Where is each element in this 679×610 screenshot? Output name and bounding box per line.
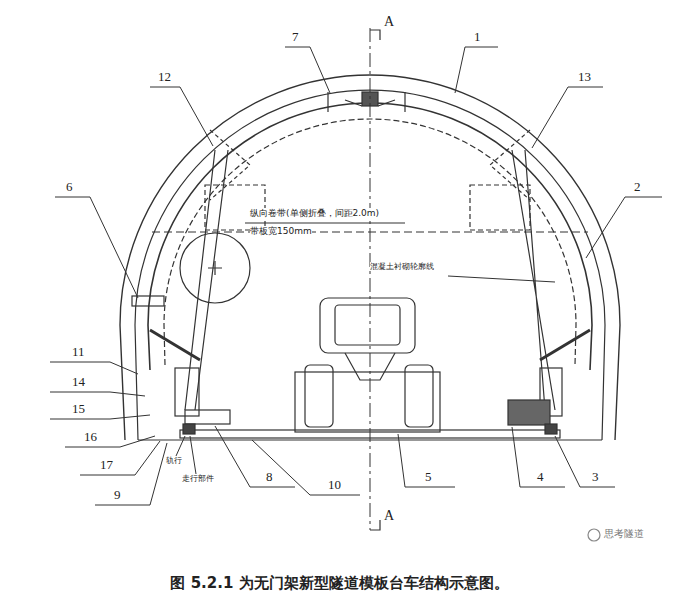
callout-number: 17 [100,458,113,473]
callout-number: 3 [592,470,599,485]
section-mark [370,30,380,40]
figure-caption: 图 5.2.1 为无门架新型隧道模板台车结构示意图。 [0,574,679,593]
callout-number: 8 [266,470,273,485]
reel-circle [180,233,250,303]
motor-unit [508,400,550,425]
machine-frame [295,372,440,432]
callout-number: 13 [578,70,591,85]
note-text: 思考隧道 [604,528,644,540]
machine-wheel [405,365,433,427]
callout-number: A [384,508,394,524]
callout-number: A [384,14,394,30]
callout-number: 10 [328,478,341,493]
wheel-block [545,424,557,434]
callout-number: 7 [292,30,299,45]
reel-center [208,261,222,275]
callout-number: 6 [66,180,73,195]
note-text: 纵向卷带(单侧折叠，间距2.0m) [250,208,379,218]
machine-wheel [305,365,333,427]
leader-line [245,222,405,223]
machine-body [320,298,415,353]
top-frame [328,92,405,112]
note-text: 走行部件 [182,474,214,483]
bracket [132,296,164,306]
callout-number: 1 [474,30,481,45]
watermark-icon [588,529,600,541]
callout-number: 16 [84,430,97,445]
callout-number: 4 [537,470,544,485]
callout-number: 9 [114,488,121,503]
walking-unit [185,410,230,424]
machine-cab [335,305,400,345]
note-text: 混凝土衬砌轮廓线 [370,262,434,271]
note-text: 轨行 [166,456,182,465]
note-text: 带板宽150mm [250,226,312,236]
callout-number: 12 [158,70,171,85]
center-line [370,28,371,530]
leader-lines [50,47,662,505]
callout-number: 2 [634,180,641,195]
walking-unit [175,368,199,416]
callout-number: 15 [72,402,85,417]
callout-number: 11 [72,345,85,360]
wheel-block [183,424,195,434]
callout-number: 14 [72,375,85,390]
section-mark [370,520,380,530]
callout-number: 5 [425,470,432,485]
